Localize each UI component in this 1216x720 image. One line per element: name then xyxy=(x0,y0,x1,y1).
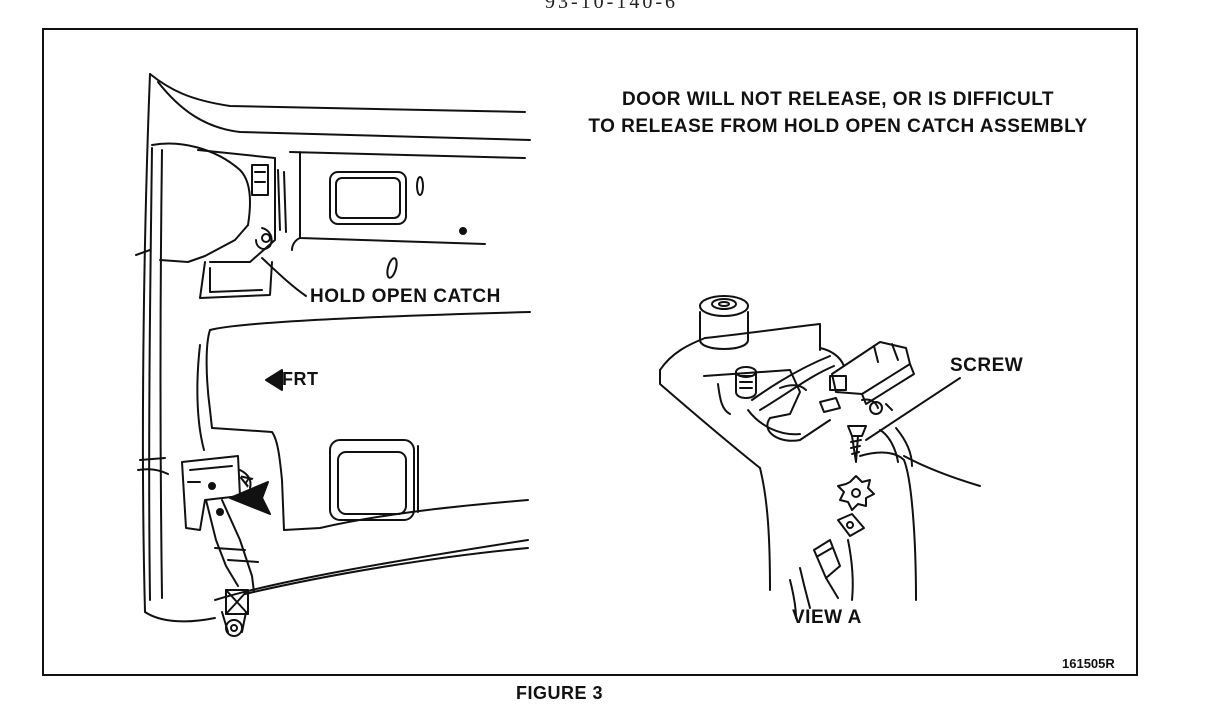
figure-frame xyxy=(42,28,1138,676)
view-a-drawing xyxy=(659,295,981,619)
document-code: 93-10-140-6 xyxy=(545,0,678,13)
door-drawing xyxy=(135,73,531,637)
diagram-title: DOOR WILL NOT RELEASE, OR IS DIFFICULT T… xyxy=(548,86,1128,140)
view-a-label: VIEW A xyxy=(792,607,862,628)
frt-arrow-icon xyxy=(265,369,283,391)
frt-label: FRT xyxy=(282,369,319,389)
hold-open-catch-label: HOLD OPEN CATCH xyxy=(310,286,501,307)
view-a-arrow-icon xyxy=(229,481,271,515)
figure-caption: FIGURE 3 xyxy=(516,683,604,703)
reference-number: 161505R xyxy=(1062,656,1115,671)
title-line-2: TO RELEASE FROM HOLD OPEN CATCH ASSEMBLY xyxy=(588,116,1088,137)
screw-label: SCREW xyxy=(950,355,1024,376)
title-line-1: DOOR WILL NOT RELEASE, OR IS DIFFICULT xyxy=(621,89,1055,110)
